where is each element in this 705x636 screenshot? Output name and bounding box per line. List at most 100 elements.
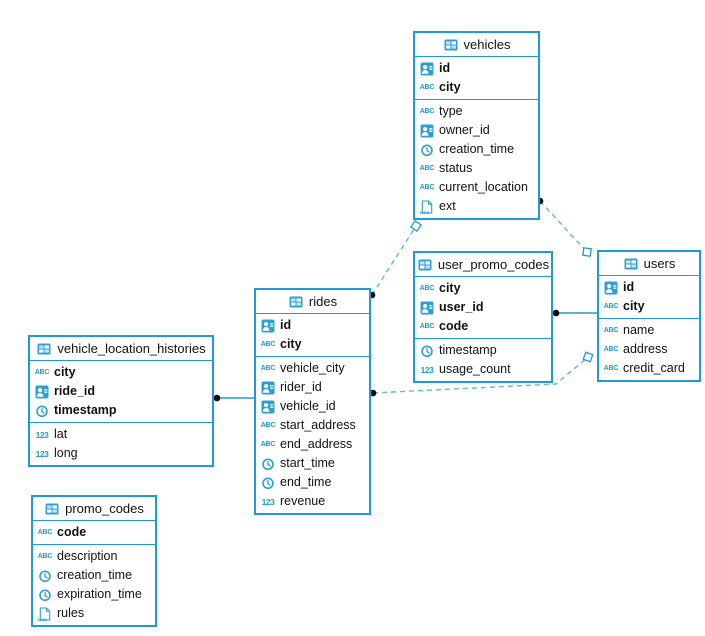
column-row[interactable]: ABC status — [415, 159, 538, 178]
column-name: code — [439, 319, 469, 333]
column-row[interactable]: ABC credit_card — [599, 359, 699, 378]
column-name: description — [57, 549, 118, 563]
columns-section: ABC type owner_id creation_time ABC stat… — [415, 100, 538, 218]
relation-endpoint-dot — [369, 389, 377, 397]
column-row[interactable]: id — [415, 59, 538, 78]
person-id-icon — [260, 400, 276, 414]
relation-rides-users[interactable] — [372, 356, 589, 394]
table-user-promo-codes[interactable]: user_promo_codes ABC city user_id ABC co… — [413, 251, 553, 383]
string-icon: ABC — [260, 341, 276, 348]
column-name: vehicle_city — [280, 361, 345, 375]
column-row[interactable]: ABC type — [415, 102, 538, 121]
column-row[interactable]: JSON ext — [415, 197, 538, 216]
table-header[interactable]: users — [599, 252, 699, 276]
table-icon — [44, 502, 60, 516]
string-icon: ABC — [603, 365, 619, 372]
columns-section: ABC description creation_time expiration… — [33, 545, 155, 625]
string-icon: ABC — [603, 346, 619, 353]
column-row[interactable]: 123 long — [30, 444, 212, 463]
column-row[interactable]: ABC end_address — [256, 435, 369, 454]
table-header[interactable]: user_promo_codes — [415, 253, 551, 277]
column-row[interactable]: ABC city — [256, 335, 369, 354]
column-name: creation_time — [57, 568, 133, 582]
table-vehicles[interactable]: vehicles id ABC city ABC type owner_id — [413, 31, 540, 220]
column-name: current_location — [439, 180, 528, 194]
column-row[interactable]: id — [599, 278, 699, 297]
columns-section: timestamp 123 usage_count — [415, 339, 551, 381]
column-name: end_time — [280, 475, 332, 489]
string-icon: ABC — [419, 184, 435, 191]
string-icon: ABC — [37, 529, 53, 536]
column-name: city — [439, 281, 461, 295]
table-icon — [417, 258, 433, 272]
column-row[interactable]: ABC vehicle_city — [256, 359, 369, 378]
json-icon: JSON — [37, 606, 53, 622]
json-icon: JSON — [419, 199, 435, 215]
clock-icon — [34, 404, 50, 418]
column-row[interactable]: 123 lat — [30, 425, 212, 444]
column-row[interactable]: JSON rules — [33, 604, 155, 623]
column-row[interactable]: ABC description — [33, 547, 155, 566]
table-header[interactable]: vehicles — [415, 33, 538, 57]
column-row[interactable]: timestamp — [30, 401, 212, 420]
column-row[interactable]: expiration_time — [33, 585, 155, 604]
column-row[interactable]: id — [256, 316, 369, 335]
column-row[interactable]: vehicle_id — [256, 397, 369, 416]
string-icon: ABC — [419, 108, 435, 115]
column-row[interactable]: ride_id — [30, 382, 212, 401]
column-row[interactable]: ABC city — [415, 78, 538, 97]
primary-key-section: ABC code — [33, 521, 155, 545]
column-row[interactable]: rider_id — [256, 378, 369, 397]
column-row[interactable]: user_id — [415, 298, 551, 317]
column-row[interactable]: ABC start_address — [256, 416, 369, 435]
string-icon: ABC — [260, 365, 276, 372]
column-name: long — [54, 446, 78, 460]
column-row[interactable]: 123 revenue — [256, 492, 369, 511]
column-row[interactable]: ABC code — [33, 523, 155, 542]
clock-icon — [37, 588, 53, 602]
column-row[interactable]: ABC city — [30, 363, 212, 382]
column-row[interactable]: creation_time — [415, 140, 538, 159]
column-name: owner_id — [439, 123, 490, 137]
primary-key-section: ABC city user_id ABC code — [415, 277, 551, 339]
column-row[interactable]: end_time — [256, 473, 369, 492]
column-row[interactable]: ABC code — [415, 317, 551, 336]
column-row[interactable]: ABC city — [599, 297, 699, 316]
table-title: users — [643, 256, 676, 271]
string-icon: ABC — [419, 84, 435, 91]
column-name: id — [623, 280, 635, 294]
column-row[interactable]: ABC address — [599, 340, 699, 359]
table-vehicle-location-histories[interactable]: vehicle_location_histories ABC city ride… — [28, 335, 214, 467]
column-row[interactable]: start_time — [256, 454, 369, 473]
column-name: ext — [439, 199, 456, 213]
relation-rides-vehicles[interactable] — [371, 225, 417, 296]
table-header[interactable]: promo_codes — [33, 497, 155, 521]
column-row[interactable]: ABC city — [415, 279, 551, 298]
table-users[interactable]: users id ABC city ABC name ABC address A… — [597, 250, 701, 382]
columns-section: ABC name ABC address ABC credit_card — [599, 319, 699, 380]
table-header[interactable]: vehicle_location_histories — [30, 337, 212, 361]
table-promo-codes[interactable]: promo_codes ABC code ABC description cre… — [31, 495, 157, 627]
column-row[interactable]: 123 usage_count — [415, 360, 551, 379]
column-name: rules — [57, 606, 85, 620]
column-row[interactable]: ABC current_location — [415, 178, 538, 197]
person-id-icon — [419, 301, 435, 315]
column-name: usage_count — [439, 362, 511, 376]
table-header[interactable]: rides — [256, 290, 369, 314]
clock-icon — [37, 569, 53, 583]
primary-key-section: id ABC city — [415, 57, 538, 100]
primary-key-section: id ABC city — [256, 314, 369, 357]
relation-vehicles-users[interactable] — [539, 200, 588, 253]
column-row[interactable]: owner_id — [415, 121, 538, 140]
table-rides[interactable]: rides id ABC city ABC vehicle_city rider… — [254, 288, 371, 515]
table-title: vehicle_location_histories — [57, 341, 206, 356]
column-row[interactable]: creation_time — [33, 566, 155, 585]
string-icon: ABC — [419, 285, 435, 292]
number-icon: 123 — [261, 496, 275, 507]
column-name: rider_id — [280, 380, 322, 394]
column-row[interactable]: timestamp — [415, 341, 551, 360]
relation-endpoint-dot — [552, 309, 560, 317]
column-row[interactable]: ABC name — [599, 321, 699, 340]
